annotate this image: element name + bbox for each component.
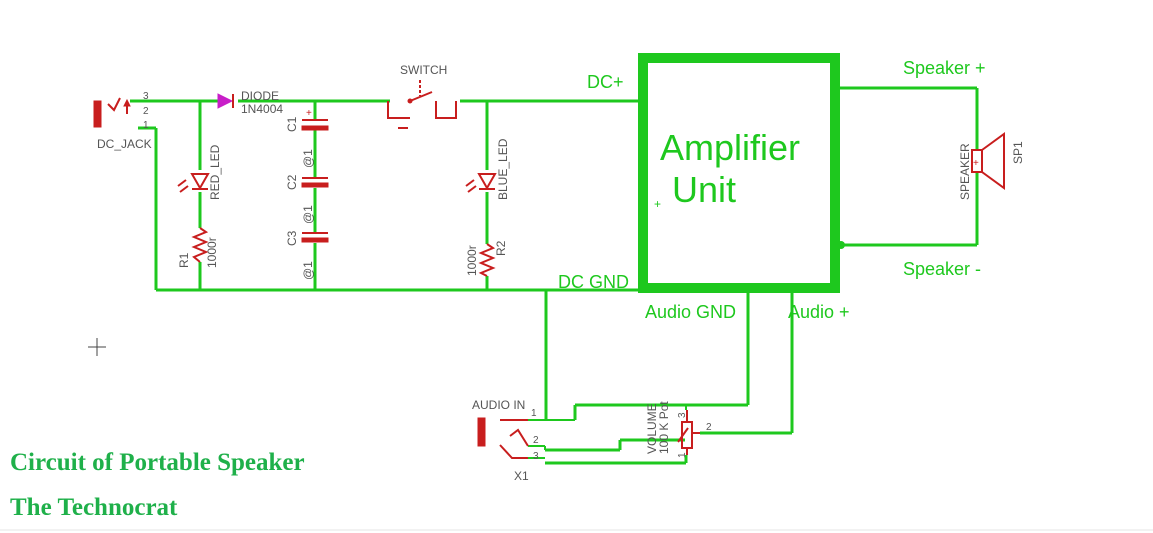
- pot-pin3: 3: [677, 412, 688, 418]
- audio-in-jack[interactable]: AUDIO IN 1 2 3 X1: [472, 398, 539, 483]
- dc-jack-body: [93, 100, 102, 128]
- amplifier-unit-box[interactable]: [638, 53, 840, 293]
- svg-text:+: +: [973, 158, 979, 169]
- c3-value: @1: [301, 205, 315, 224]
- r1-value: 1000r: [205, 237, 219, 268]
- capacitor-c1[interactable]: + C1: [285, 108, 329, 132]
- wires: [130, 86, 979, 465]
- r2-label: R2: [494, 240, 508, 256]
- sp1-label: SP1: [1011, 141, 1025, 164]
- net-label-speaker-plus: Speaker +: [903, 58, 986, 78]
- blue-led-label: BLUE_LED: [496, 138, 510, 200]
- net-label-dc-plus: DC+: [587, 72, 624, 92]
- amplifier-label-line2: Unit: [672, 169, 736, 210]
- net-label-audio-gnd: Audio GND: [645, 302, 736, 322]
- pot-pin1: 1: [677, 452, 688, 458]
- dc-jack-label: DC_JACK: [97, 137, 152, 151]
- diode-name: DIODE: [241, 89, 279, 103]
- pot-value: 100 K Pot: [657, 401, 671, 454]
- resistor-r1[interactable]: R1 1000r: [177, 227, 219, 268]
- dc-jack[interactable]: 3 2 1 DC_JACK: [93, 91, 152, 151]
- dc-jack-pin1: 1: [143, 120, 149, 131]
- net-label-audio-plus: Audio +: [788, 302, 850, 322]
- c3-label: C3: [285, 230, 299, 246]
- caption-author: The Technocrat: [10, 494, 178, 521]
- x1-label: X1: [514, 469, 529, 483]
- audio-in-pin1: 1: [531, 408, 537, 419]
- volume-pot[interactable]: 3 2 1 VOLUME 100 K Pot: [645, 401, 712, 458]
- audio-in-pin2: 2: [533, 435, 539, 446]
- svg-text:+: +: [306, 108, 312, 119]
- net-label-speaker-minus: Speaker -: [903, 259, 981, 279]
- audio-in-label: AUDIO IN: [472, 398, 525, 412]
- c2-value: @1: [301, 149, 315, 168]
- diode-value: 1N4004: [241, 102, 283, 116]
- audio-in-pin3: 3: [533, 451, 539, 462]
- c2-label: C2: [285, 174, 299, 190]
- caption-title: Circuit of Portable Speaker: [10, 449, 305, 476]
- pot-pin2: 2: [706, 422, 712, 433]
- volume-label: VOLUME: [645, 403, 659, 454]
- speaker[interactable]: + SPEAKER SP1: [958, 132, 1025, 200]
- dc-jack-pin3: 3: [143, 91, 149, 102]
- red-led[interactable]: RED_LED: [177, 144, 222, 200]
- amplifier-plus-marker: +: [654, 197, 661, 211]
- r2-value: 1000r: [465, 245, 479, 276]
- capacitor-c2[interactable]: C2 @1: [285, 149, 329, 190]
- net-label-dc-gnd: DC GND: [558, 272, 629, 292]
- switch-label: SWITCH: [400, 63, 447, 77]
- resistor-r2[interactable]: 1000r R2: [465, 240, 508, 277]
- dc-jack-pin2: 2: [143, 106, 149, 117]
- dc-jack-contact: [107, 97, 121, 112]
- audio-in-body: [477, 417, 486, 447]
- c1-value: @1: [301, 261, 315, 280]
- blue-led[interactable]: BLUE_LED: [465, 138, 510, 200]
- switch[interactable]: SWITCH: [387, 63, 457, 129]
- r1-label: R1: [177, 252, 191, 268]
- capacitor-c3[interactable]: C3 @1 @1: [285, 205, 329, 280]
- amplifier-label-line1: Amplifier: [660, 127, 800, 168]
- speaker-label: SPEAKER: [958, 143, 972, 200]
- c1-label: C1: [285, 116, 299, 132]
- crosshair-icon: [88, 338, 106, 356]
- red-led-label: RED_LED: [208, 144, 222, 200]
- diode[interactable]: DIODE 1N4004: [217, 89, 283, 116]
